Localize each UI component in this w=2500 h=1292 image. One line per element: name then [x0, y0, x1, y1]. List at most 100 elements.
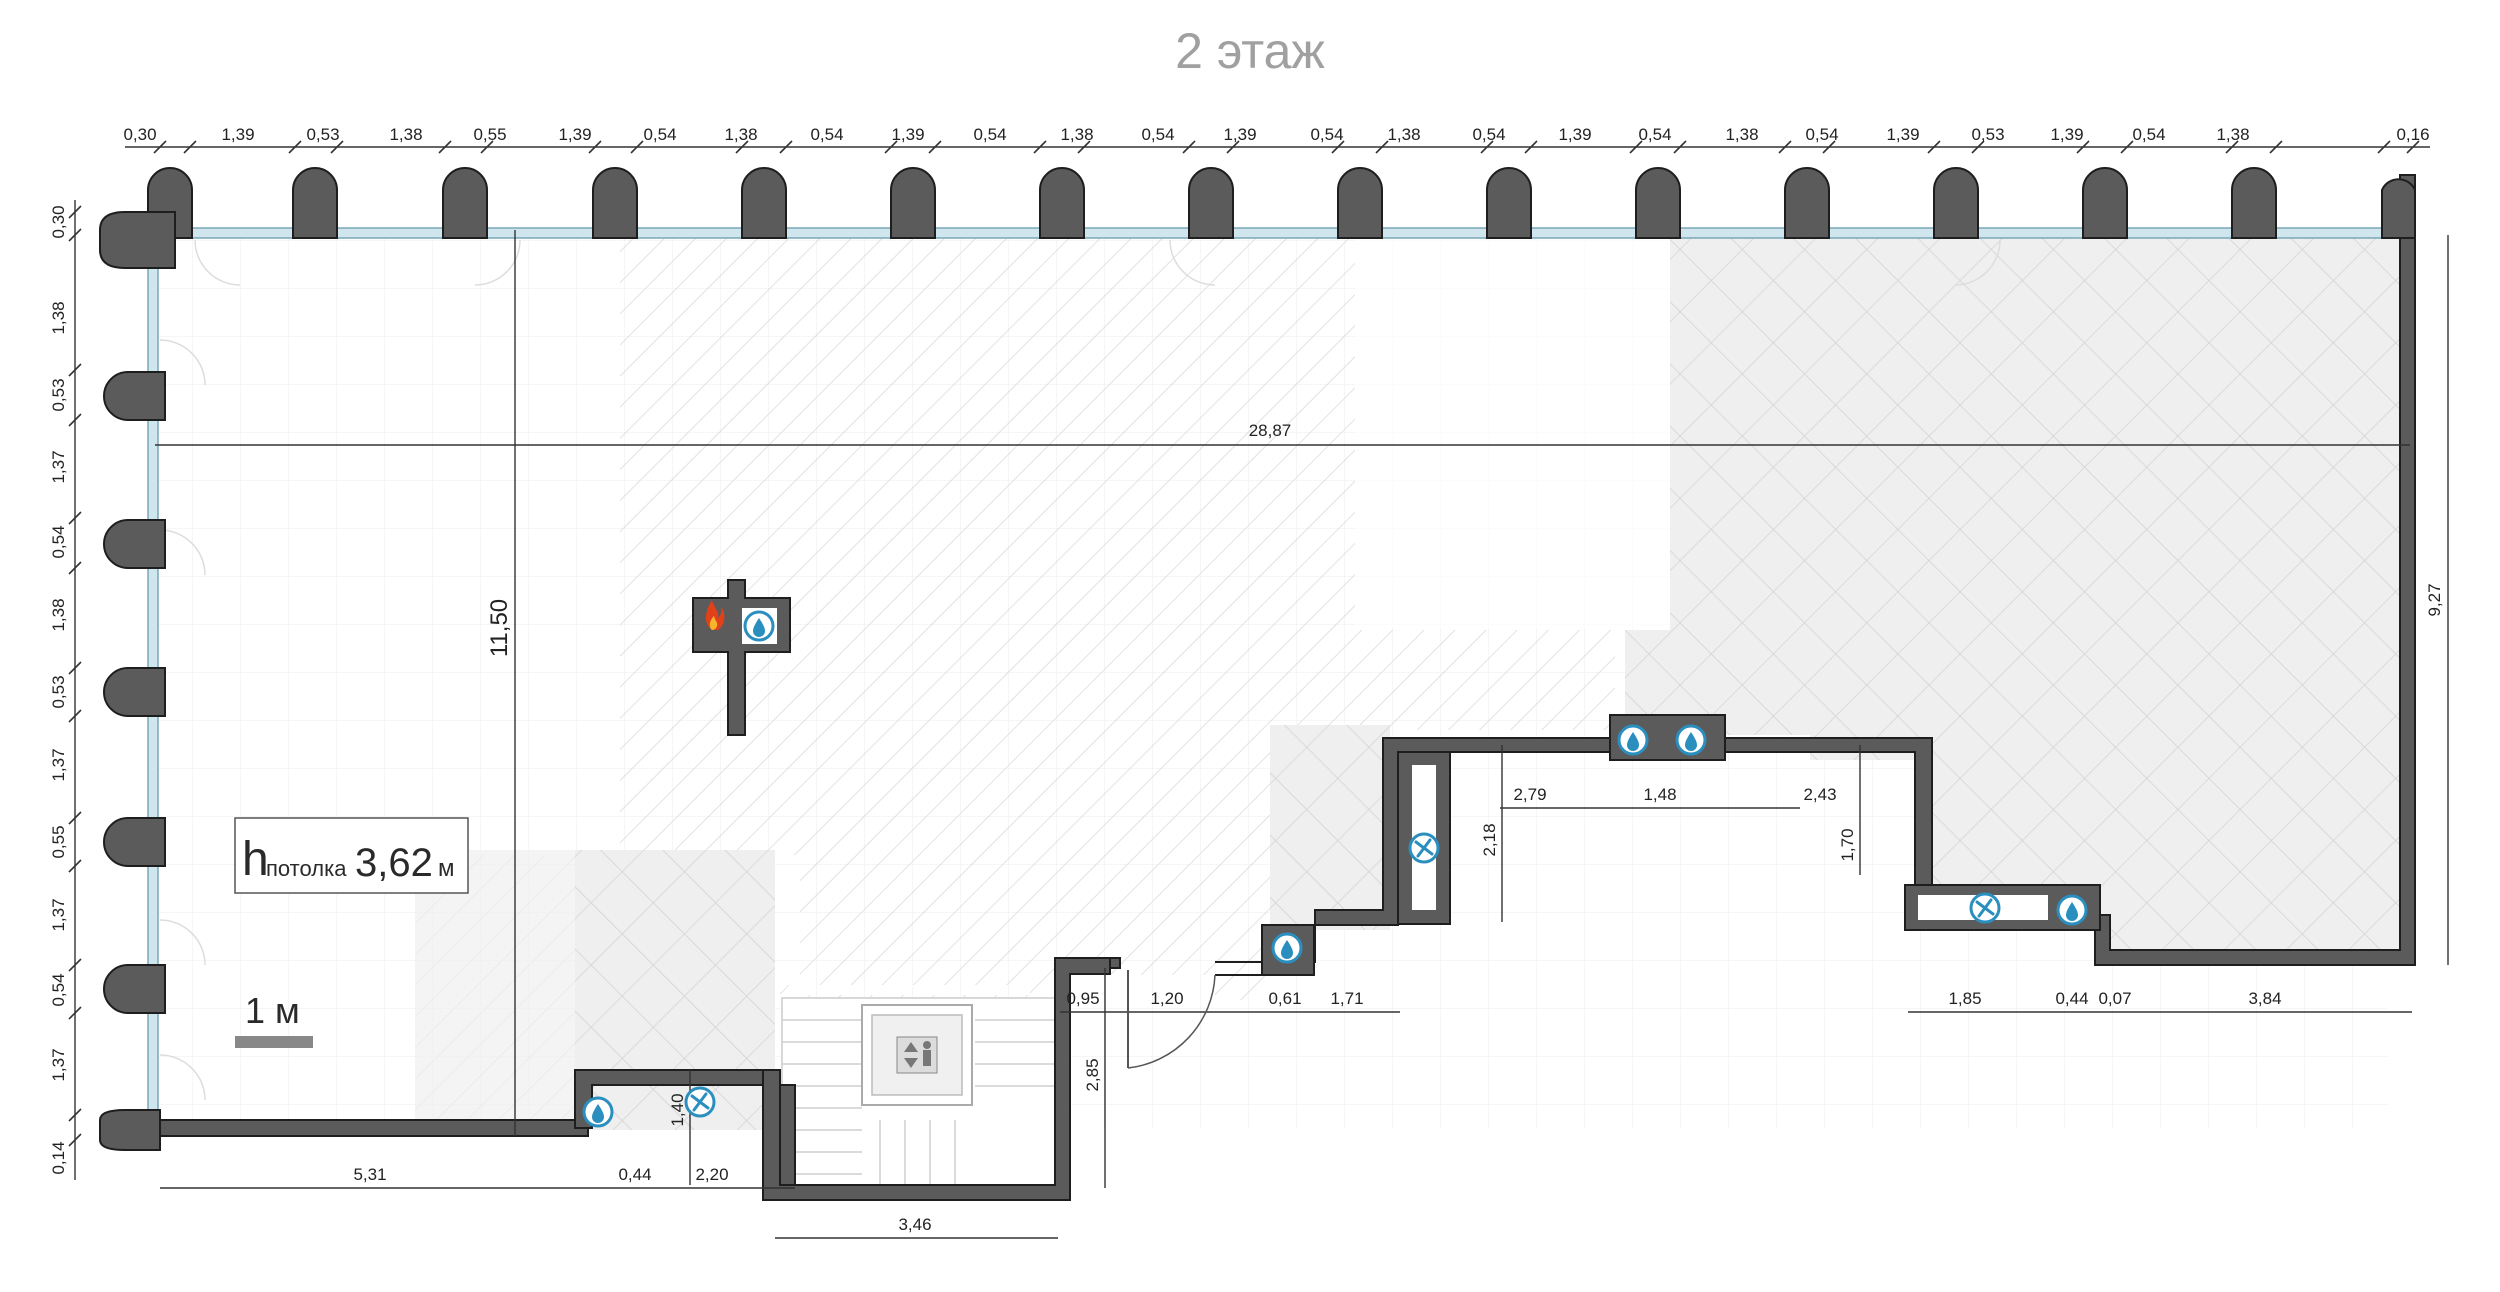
water-drop-icon	[1675, 724, 1707, 756]
dimension-ticks	[68, 140, 2420, 1147]
dim-tick	[2406, 140, 2420, 154]
dim-tick	[68, 561, 82, 575]
dim-tick	[1375, 140, 1389, 154]
dim-120: 1,20	[1150, 989, 1183, 1008]
dim-tick	[735, 140, 749, 154]
dim-tick	[2269, 140, 2283, 154]
dim-384: 3,84	[2248, 989, 2281, 1008]
left-dim-label: 1,37	[49, 1048, 68, 1081]
dim-tick	[68, 811, 82, 825]
top-piers	[147, 167, 2416, 239]
dim-171: 1,71	[1330, 989, 1363, 1008]
dim-tick	[1033, 140, 1047, 154]
floor-title: 2 этаж	[1175, 23, 1325, 79]
dim-tick	[2377, 140, 2391, 154]
dim-height-left: 11,50	[486, 599, 513, 657]
hatched-floor-zone	[415, 238, 1615, 1128]
top-dim-label: 0,54	[2132, 125, 2165, 144]
top-dim-label: 1,39	[1223, 125, 1256, 144]
dim-148: 1,48	[1643, 785, 1676, 804]
dim-tick	[480, 140, 494, 154]
dim-044b: 0,44	[618, 1165, 651, 1184]
dim-tick	[1480, 140, 1494, 154]
floor-fills	[158, 238, 2400, 1130]
left-dim-label: 1,37	[49, 898, 68, 931]
fan-icon	[1969, 892, 2001, 924]
dim-height-right: 9,27	[2425, 583, 2444, 616]
left-dim-label: 0,54	[49, 525, 68, 558]
top-dim-label: 1,39	[2050, 125, 2083, 144]
dim-tick	[330, 140, 344, 154]
top-dim-label: 1,39	[1886, 125, 1919, 144]
top-dim-label: 0,53	[1971, 125, 2004, 144]
dim-tick	[438, 140, 452, 154]
water-drop-icon	[1271, 932, 1303, 964]
cross-hatched-zone-center	[1625, 630, 1685, 730]
top-dim-label: 0,54	[1805, 125, 1838, 144]
left-dim-label: 1,38	[49, 301, 68, 334]
left-dim-label: 0,30	[49, 205, 68, 238]
dim-tick	[68, 958, 82, 972]
top-dim-label: 0,53	[306, 125, 339, 144]
fire-icon	[705, 600, 725, 630]
dim-tick	[1182, 140, 1196, 154]
dim-140: 1,40	[668, 1093, 687, 1126]
top-dim-label: 0,54	[1472, 125, 1505, 144]
cross-hatched-zone-mid	[1270, 725, 1390, 930]
cross-hatched-zone-right	[1670, 238, 2400, 965]
dim-tick	[1778, 140, 1792, 154]
dim-tick	[928, 140, 942, 154]
left-dim-label: 0,14	[49, 1141, 68, 1174]
top-dim-label: 0,54	[973, 125, 1006, 144]
dim-tick	[1331, 140, 1345, 154]
staircase	[781, 997, 1058, 1199]
top-dim-label: 0,54	[643, 125, 676, 144]
door-swings	[159, 239, 2001, 1101]
dim-095: 0,95	[1066, 989, 1099, 1008]
dim-243: 2,43	[1803, 785, 1836, 804]
dim-tick	[1077, 140, 1091, 154]
dim-tick	[68, 859, 82, 873]
dim-tick	[68, 205, 82, 219]
dim-061: 0,61	[1268, 989, 1301, 1008]
dim-tick	[2225, 140, 2239, 154]
dim-tick	[68, 363, 82, 377]
dim-tick	[1629, 140, 1643, 154]
left-dim-label: 1,37	[49, 450, 68, 483]
left-dim-label: 0,55	[49, 825, 68, 858]
dim-220: 2,20	[695, 1165, 728, 1184]
ceiling-value: 3,62	[355, 841, 433, 885]
dim-346: 3,46	[898, 1215, 931, 1234]
dim-tick	[1971, 140, 1985, 154]
dim-tick	[2120, 140, 2134, 154]
left-dim-label: 1,37	[49, 748, 68, 781]
dim-tick	[588, 140, 602, 154]
top-dim-label: 0,16	[2396, 125, 2429, 144]
top-dim-label: 1,38	[2216, 125, 2249, 144]
dim-tick	[630, 140, 644, 154]
dim-tick	[68, 1133, 82, 1147]
ceiling-unit: м	[438, 855, 455, 882]
top-dim-label: 1,39	[1558, 125, 1591, 144]
dimension-lines	[74, 146, 2449, 1239]
top-dim-label: 1,39	[558, 125, 591, 144]
left-piers	[103, 371, 166, 1014]
scale-label: 1 м	[245, 990, 300, 1031]
dim-tick	[68, 228, 82, 242]
plain-grey-zone-left	[415, 850, 575, 1130]
white-zone-center	[1355, 238, 1670, 628]
water-drop-icon	[743, 610, 775, 642]
dim-044a: 0,44	[2055, 989, 2088, 1008]
dim-width-total: 28,87	[1249, 421, 1292, 440]
fan-icon	[684, 1086, 716, 1118]
ceiling-h: h	[242, 833, 269, 886]
ceiling-label: потолка	[266, 856, 347, 881]
dim-007: 0,07	[2098, 989, 2131, 1008]
walls	[99, 167, 2416, 1201]
inner-dimension-labels: 28,87 11,50 9,27 2,79 1,48 2,43 2,18 1,7…	[353, 421, 2444, 1234]
top-dim-label: 0,30	[123, 125, 156, 144]
dim-tick	[68, 1006, 82, 1020]
dim-tick	[1927, 140, 1941, 154]
